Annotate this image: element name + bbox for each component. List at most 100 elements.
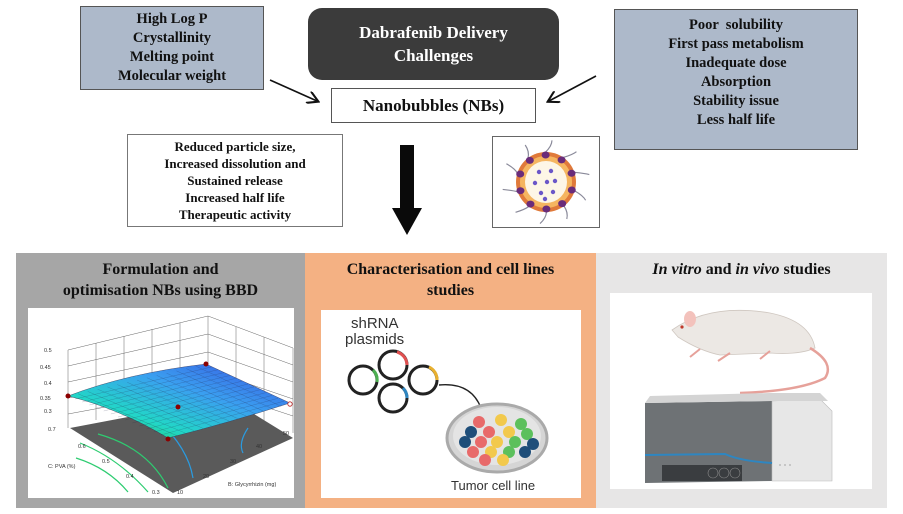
core-particle bbox=[538, 190, 544, 196]
plasmid-icon bbox=[347, 364, 379, 396]
petri-dish-icon bbox=[445, 402, 549, 474]
lipid-head bbox=[567, 169, 576, 177]
mesh-line bbox=[146, 377, 238, 419]
mesh-line bbox=[153, 398, 279, 433]
lipid-head bbox=[558, 200, 567, 208]
tumor-cell bbox=[527, 438, 539, 450]
tick-label: 40 bbox=[256, 444, 262, 450]
challenge-item: Stability issue bbox=[693, 93, 779, 109]
core-particle bbox=[552, 178, 558, 184]
property-item: Crystallinity bbox=[132, 30, 212, 46]
plasmid-label: plasmids bbox=[345, 331, 404, 348]
tumor-cell bbox=[467, 446, 479, 458]
benefit-item: Therapeutic activity bbox=[178, 207, 292, 222]
challenge-item: Less half life bbox=[696, 112, 776, 128]
mesh-line bbox=[125, 386, 255, 421]
panel-title-part: In vitro bbox=[652, 261, 702, 278]
lipid-tail bbox=[524, 144, 530, 159]
panel-title-part: and bbox=[701, 261, 736, 278]
response-surface bbox=[67, 363, 291, 439]
panel-formulation: Formulation and optimisation NBs using B… bbox=[16, 253, 305, 508]
nanobubble-illustration bbox=[492, 136, 600, 228]
b-axis-label: B: Glycyrrhizin (mg) bbox=[228, 482, 276, 488]
plasmid-icon bbox=[377, 349, 409, 381]
tick-label: 0.4 bbox=[44, 381, 52, 387]
lipid-head bbox=[541, 151, 550, 159]
tick-label: 0.7 bbox=[48, 427, 56, 433]
z-axis-ticks: 0.5 0.45 0.4 0.35 0.3 bbox=[40, 348, 52, 415]
down-arrow-icon bbox=[392, 145, 422, 235]
tumor-cell bbox=[491, 436, 503, 448]
arrow-right-to-center bbox=[549, 75, 597, 101]
lipid-tail bbox=[515, 206, 530, 213]
panel-title: In vitro and in vivo studies bbox=[596, 253, 887, 280]
property-item: High Log P bbox=[136, 11, 208, 27]
tick-label: 0.6 bbox=[78, 444, 86, 450]
tumor-cell bbox=[495, 414, 507, 426]
lipid-head bbox=[516, 170, 525, 178]
property-item: Melting point bbox=[129, 49, 215, 65]
lipid-head bbox=[516, 187, 525, 195]
tumor-cell bbox=[519, 446, 531, 458]
plot-floor bbox=[70, 398, 293, 493]
core-particle bbox=[542, 196, 548, 202]
challenge-item: Poor solubility bbox=[689, 17, 783, 33]
benefits-box: Reduced particle size, Increased dissolu… bbox=[127, 134, 343, 227]
panel-title-part: studies bbox=[779, 261, 831, 278]
rat-and-imaging-figure bbox=[610, 293, 872, 489]
tumor-cell-line-label: Tumor cell line bbox=[451, 478, 535, 493]
tick-label: 30 bbox=[230, 459, 236, 465]
tick-label: 0.45 bbox=[40, 365, 51, 371]
core-particle bbox=[548, 168, 554, 174]
mesh-line bbox=[166, 373, 256, 414]
lipid-tail bbox=[574, 171, 590, 176]
lipid-tail bbox=[563, 205, 568, 220]
property-item: Molecular weight bbox=[117, 68, 227, 84]
design-point bbox=[287, 401, 293, 407]
design-points bbox=[65, 361, 293, 442]
plasmid-icon bbox=[407, 364, 439, 396]
panel-title-line: Formulation and bbox=[102, 261, 219, 278]
lipid-head bbox=[557, 156, 566, 164]
core-particle bbox=[544, 179, 550, 185]
nanobubbles-label: Nanobubbles (NBs) bbox=[362, 95, 505, 115]
delivery-challenges-box: Poor solubility First pass metabolism In… bbox=[614, 9, 858, 150]
tumor-cell bbox=[459, 436, 471, 448]
tumor-cell bbox=[503, 426, 515, 438]
panel-title-part: in vivo bbox=[735, 261, 780, 278]
panel-characterisation: Characterisation and cell lines studies … bbox=[305, 253, 596, 508]
challenge-item: Inadequate dose bbox=[685, 55, 787, 71]
arrow-left-to-center bbox=[269, 79, 317, 101]
mesh-line bbox=[186, 368, 273, 409]
tumor-cell bbox=[473, 416, 485, 428]
drug-properties-box: High Log P Crystallinity Melting point M… bbox=[80, 6, 264, 90]
tumor-cell bbox=[497, 454, 509, 466]
panel-title: Formulation and optimisation NBs using B… bbox=[16, 253, 305, 301]
mesh-line bbox=[176, 370, 264, 412]
transfection-arrow bbox=[438, 384, 482, 409]
design-point bbox=[175, 404, 181, 410]
lipid-tail bbox=[574, 190, 587, 201]
tumor-cell bbox=[475, 436, 487, 448]
lipid-head bbox=[526, 200, 535, 208]
b-axis-ticks: 10 20 30 40 50 bbox=[177, 431, 289, 496]
tumor-cell bbox=[521, 428, 533, 440]
plasmid-icon bbox=[377, 382, 409, 414]
panel-title-line: optimisation NBs using BBD bbox=[62, 282, 259, 299]
benefit-item: Sustained release bbox=[187, 173, 283, 188]
tick-label: 0.3 bbox=[44, 409, 52, 415]
panel-title-line: Characterisation and cell lines bbox=[346, 261, 555, 278]
mesh-line bbox=[117, 383, 249, 418]
tick-label: 0.4 bbox=[126, 474, 134, 480]
core-particle bbox=[536, 169, 542, 175]
response-surface-plot: 0.5 0.45 0.4 0.35 0.3 0.7 0.6 0.5 0.4 0.… bbox=[28, 308, 294, 498]
mesh-line bbox=[160, 401, 285, 436]
tick-label: 0.5 bbox=[102, 459, 110, 465]
mesh-line bbox=[139, 392, 267, 427]
mesh-line bbox=[132, 389, 261, 424]
challenge-item: Absorption bbox=[700, 74, 772, 90]
design-point bbox=[65, 393, 71, 399]
core-particle bbox=[532, 180, 538, 186]
nanobubble-icon bbox=[502, 140, 590, 225]
plasmid-label: shRNA bbox=[351, 315, 399, 332]
